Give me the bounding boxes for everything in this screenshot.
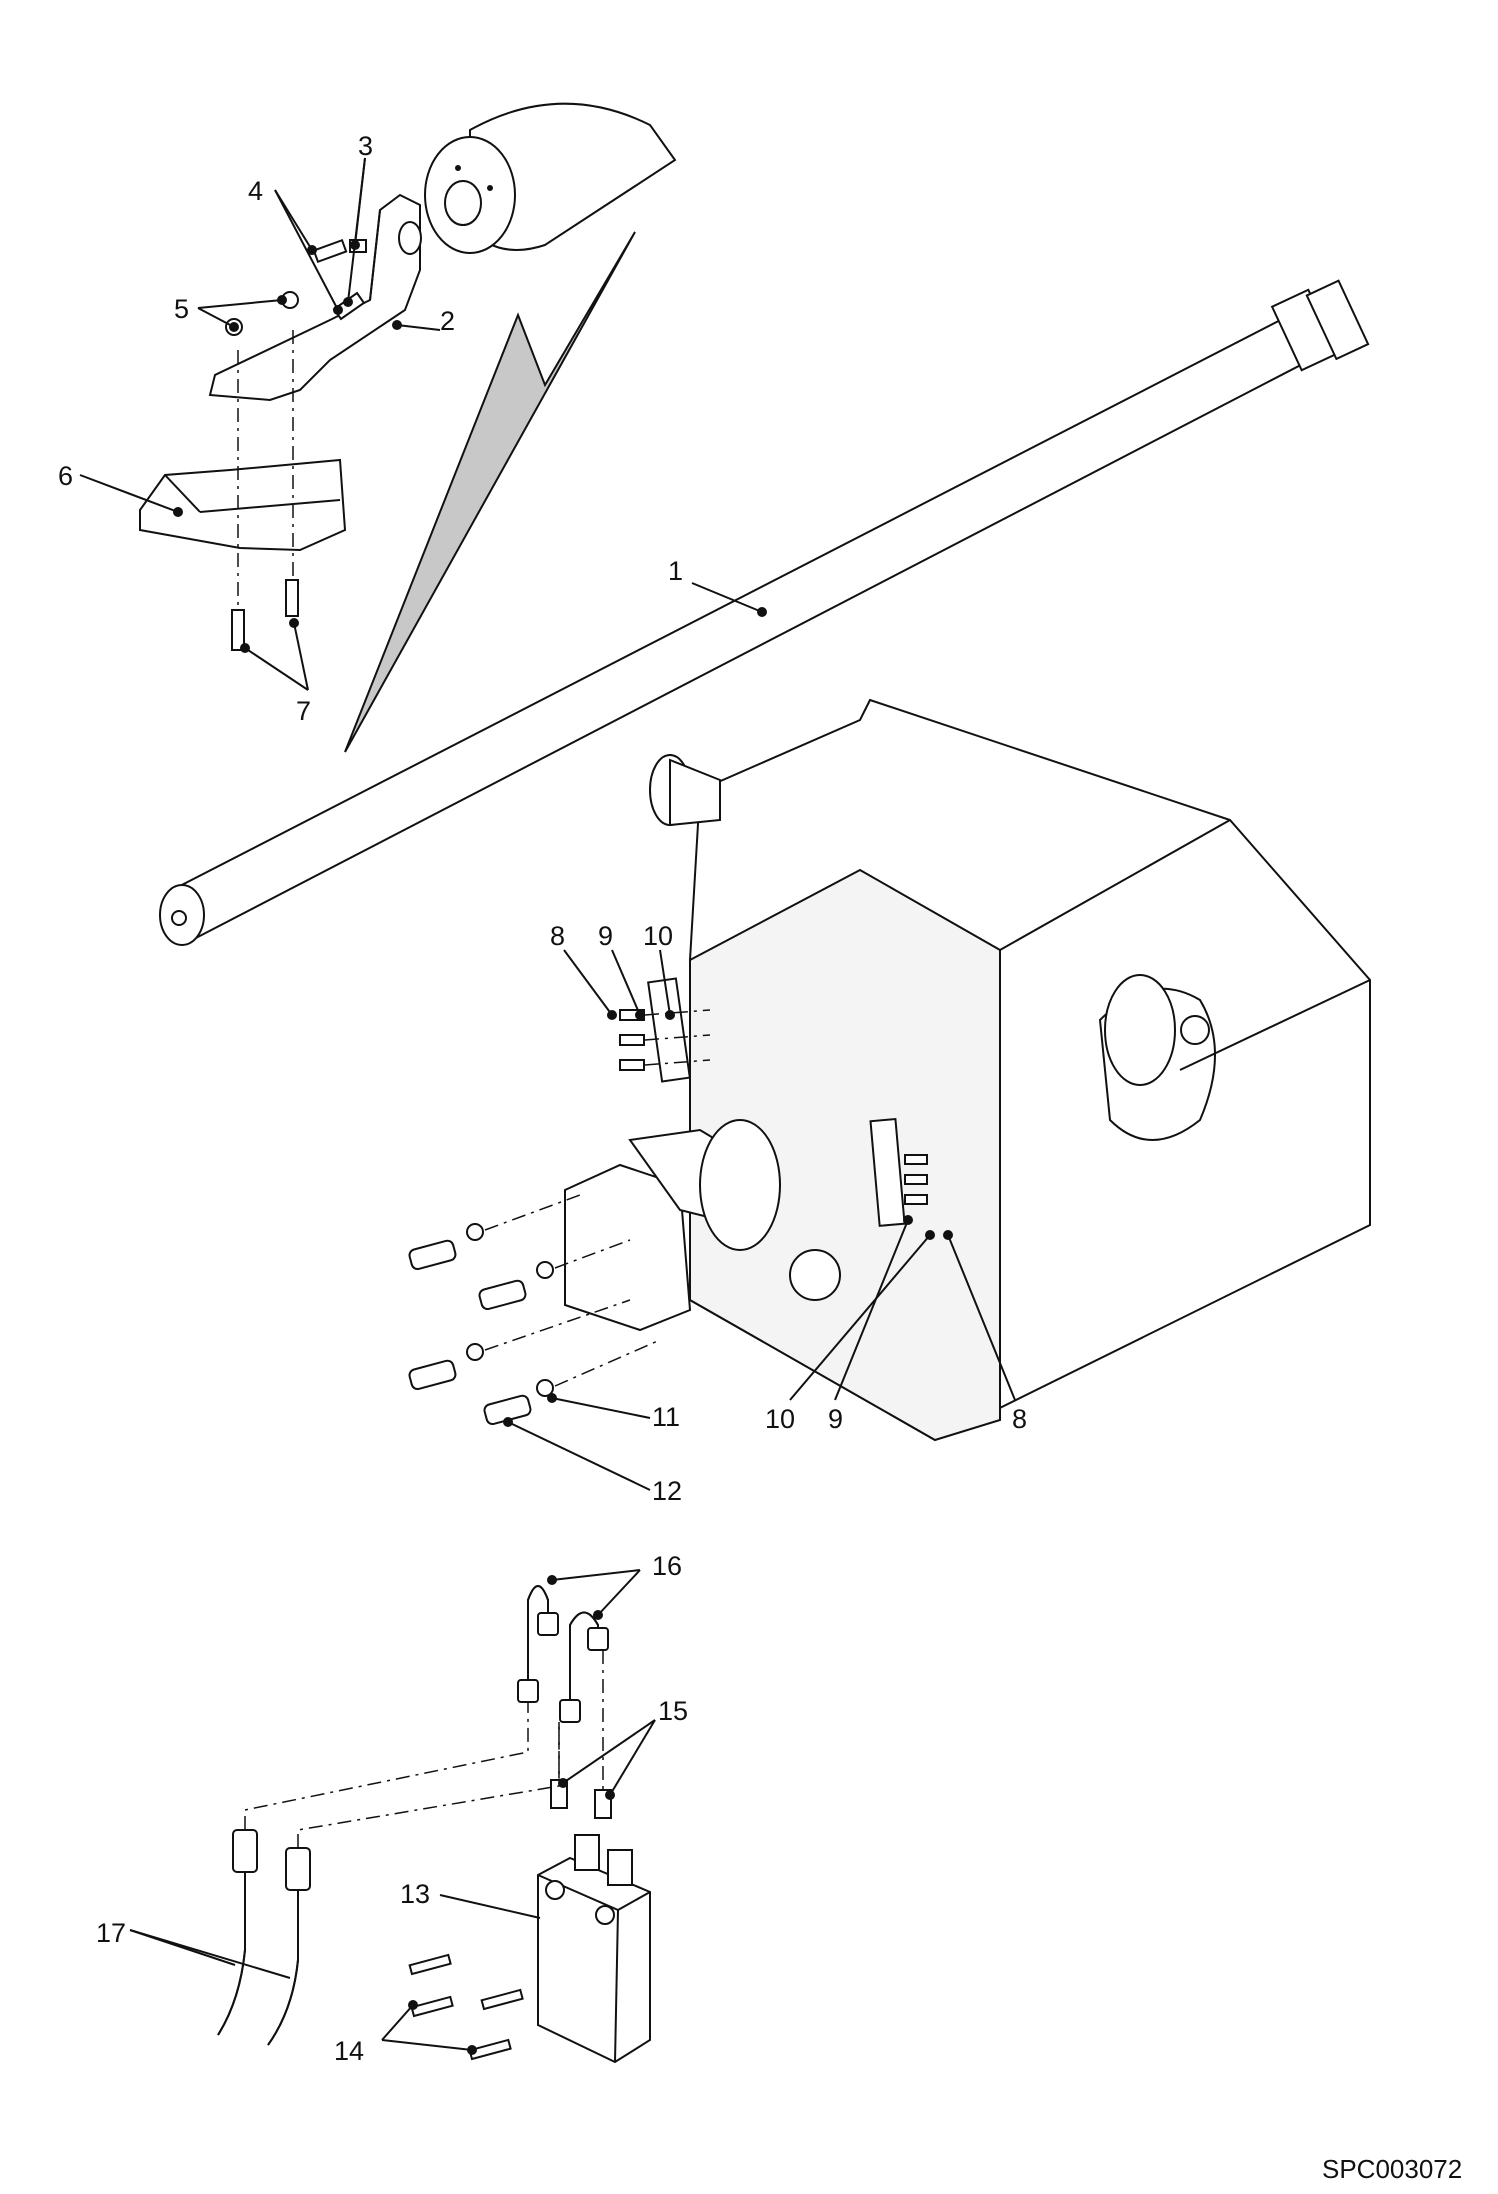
valve-block-part bbox=[537, 1834, 651, 2064]
detail-indicator-wedge bbox=[344, 231, 636, 753]
bracket-part bbox=[208, 193, 422, 402]
callout-10-top: 10 bbox=[643, 921, 673, 951]
callout-1: 1 bbox=[668, 556, 683, 586]
callout-5: 5 bbox=[174, 294, 189, 324]
callout-17: 17 bbox=[96, 1918, 126, 1948]
callout-16: 16 bbox=[652, 1551, 682, 1581]
callout-11: 11 bbox=[652, 1402, 680, 1432]
callout-14: 14 bbox=[334, 2036, 364, 2066]
hydraulic-tubes bbox=[517, 1585, 609, 1723]
valve-bolts bbox=[408, 1953, 524, 2061]
long-cylinder-part bbox=[159, 279, 1370, 946]
callout-15: 15 bbox=[658, 1696, 688, 1726]
callout-2: 2 bbox=[440, 306, 455, 336]
leader-lines bbox=[79, 157, 1016, 2055]
frame-housing-part bbox=[649, 698, 1371, 1442]
drawing-code: SPC003072 bbox=[1322, 2154, 1462, 2184]
motor-bolts bbox=[408, 1194, 661, 1426]
clamp-plate-right bbox=[869, 1117, 928, 1227]
callout-10-bottom: 10 bbox=[765, 1404, 795, 1434]
callout-6: 6 bbox=[58, 461, 73, 491]
clamp-plate-left bbox=[619, 977, 711, 1083]
hoses bbox=[217, 1702, 560, 2046]
fittings bbox=[550, 1650, 612, 1819]
guide-block-part bbox=[139, 330, 347, 620]
callout-13: 13 bbox=[400, 1879, 430, 1909]
callout-8-bottom: 8 bbox=[1012, 1404, 1027, 1434]
callout-9-top: 9 bbox=[598, 921, 613, 951]
callout-4: 4 bbox=[248, 176, 263, 206]
callout-12: 12 bbox=[652, 1476, 682, 1506]
callout-labels: 1 2 3 4 5 6 7 8 9 10 10 9 8 11 12 16 15 … bbox=[58, 131, 1027, 2066]
motor-assembly-part bbox=[564, 1119, 841, 1332]
callout-9-bottom: 9 bbox=[828, 1404, 843, 1434]
callout-7: 7 bbox=[296, 696, 311, 726]
cylinder-end-detail bbox=[424, 102, 677, 254]
guide-block-bolts bbox=[231, 579, 299, 651]
callout-3: 3 bbox=[358, 131, 373, 161]
callout-8-top: 8 bbox=[550, 921, 565, 951]
